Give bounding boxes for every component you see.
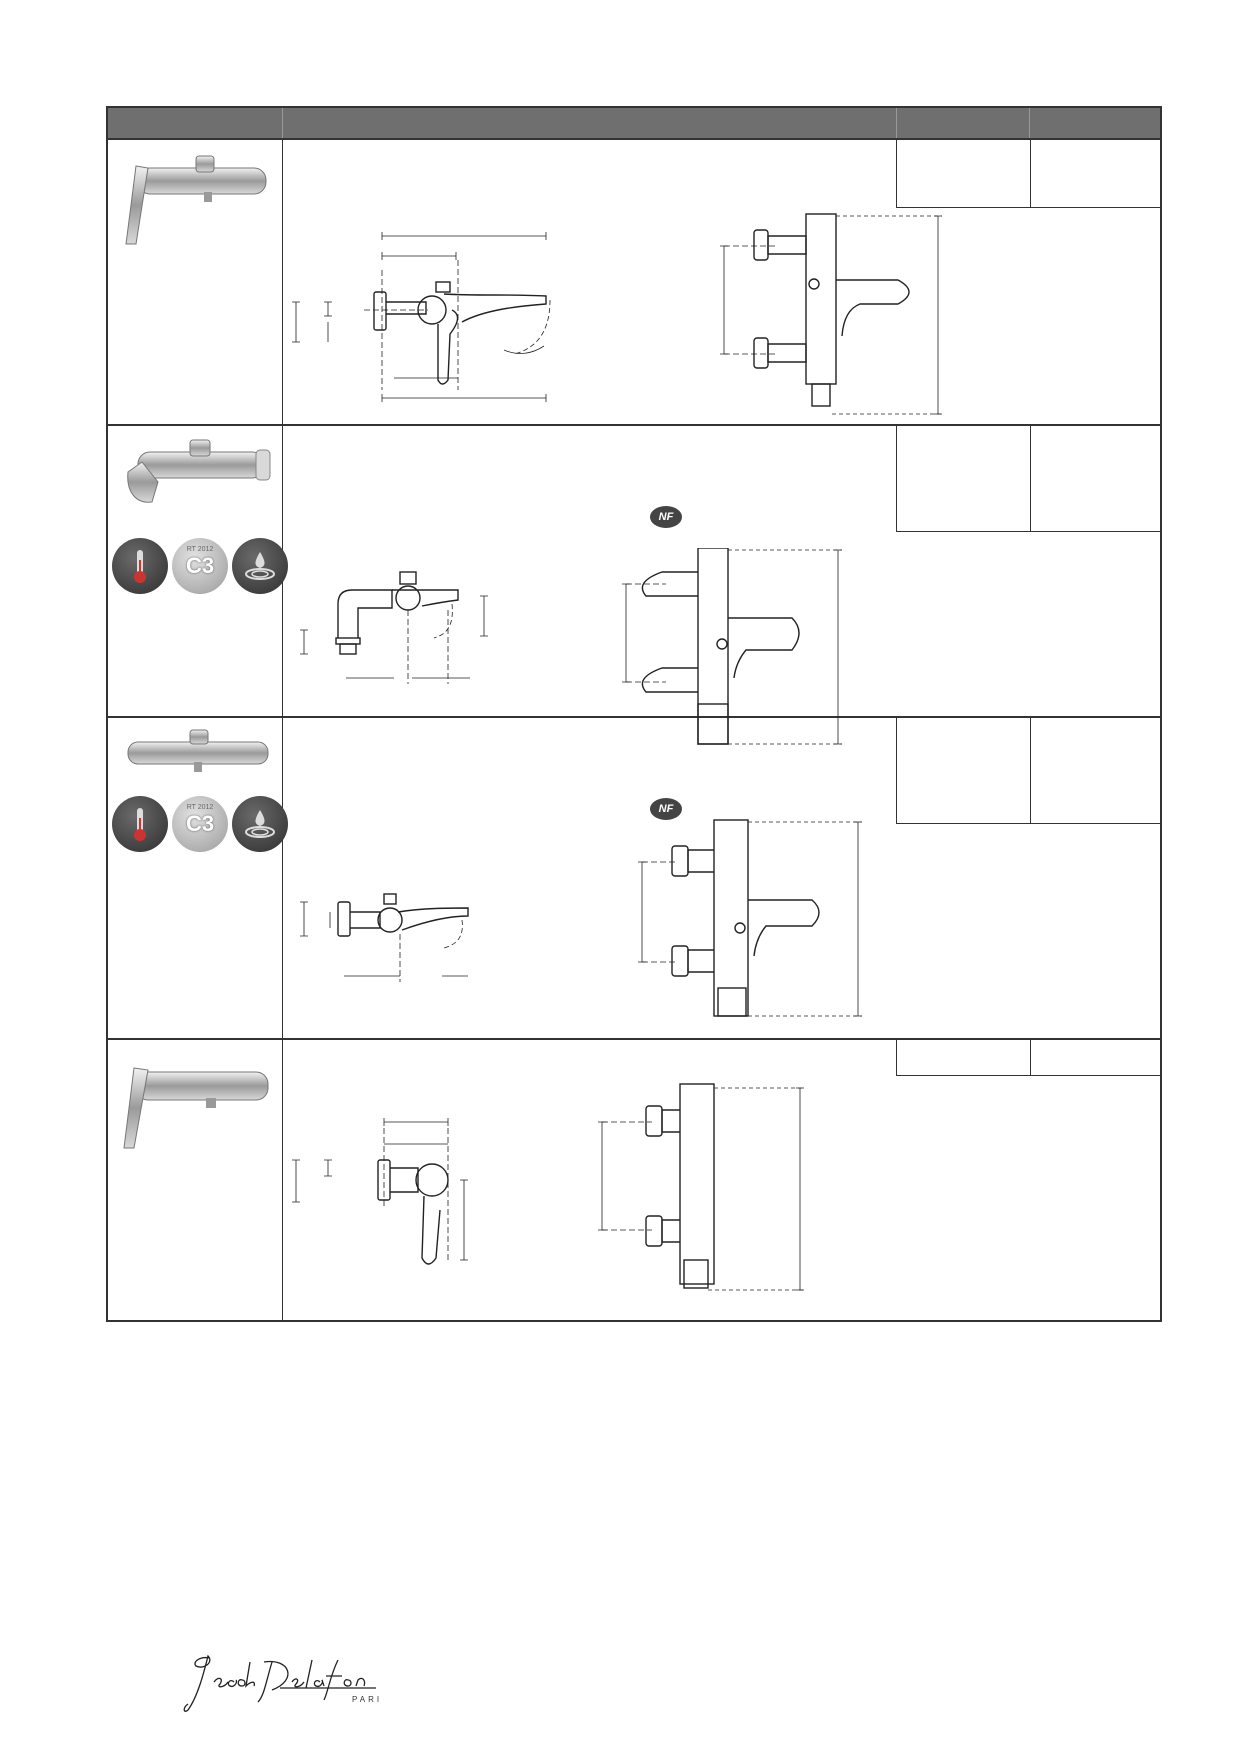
side-view-drawing	[292, 1118, 468, 1265]
c3-label: C3	[185, 811, 215, 836]
nf-certification-mark: NF	[650, 798, 682, 820]
rt-label: RT 2012	[186, 546, 214, 553]
header-divider	[1029, 108, 1030, 138]
product-row-3: RT 2012 C3 NF	[108, 718, 1162, 1040]
side-view-drawing	[300, 571, 488, 684]
rt2012-badge: RT 2012 C3	[172, 796, 228, 852]
thermometer-badge-icon	[112, 538, 168, 594]
rt2012-badge: RT 2012 C3	[172, 538, 228, 594]
nf-certification-mark: NF	[650, 506, 682, 528]
rt-label: RT 2012	[186, 804, 214, 811]
water-saving-badge-icon	[232, 796, 288, 852]
front-view-drawing	[622, 548, 842, 745]
shower-mixer-photo-icon	[123, 1067, 269, 1149]
thermometer-badge-icon	[112, 796, 168, 852]
thermostatic-mixer-photo-icon	[127, 729, 269, 772]
brand-logo: PARIS	[183, 1654, 380, 1712]
front-view-drawing	[598, 1083, 804, 1291]
header-divider	[282, 108, 283, 138]
column-divider	[282, 718, 283, 1038]
header-divider	[896, 108, 897, 138]
label-badges: RT 2012 C3	[112, 538, 288, 594]
brand-city: PARIS	[352, 1695, 380, 1704]
spec-cells	[896, 426, 1162, 532]
side-view-drawing	[300, 893, 469, 982]
column-divider	[282, 1040, 283, 1322]
thermostatic-mixer-photo-icon	[127, 439, 271, 503]
column-divider	[282, 140, 283, 424]
water-saving-badge-icon	[232, 538, 288, 594]
mixer-photo-icon	[125, 155, 267, 245]
label-badges: RT 2012 C3	[112, 796, 288, 852]
front-view-drawing	[638, 819, 862, 1017]
c3-label: C3	[185, 553, 215, 578]
product-row-1	[108, 140, 1162, 426]
product-row-4	[108, 1040, 1162, 1322]
side-view-drawing	[292, 232, 551, 402]
spec-cells	[896, 1040, 1162, 1076]
product-row-2: RT 2012 C3 NF	[108, 426, 1162, 745]
spec-cells	[896, 140, 1162, 208]
product-table: RT 2012 C3 NF	[106, 106, 1162, 1322]
spec-cells	[896, 718, 1162, 824]
table-header	[108, 108, 1160, 140]
front-view-drawing	[720, 213, 942, 415]
